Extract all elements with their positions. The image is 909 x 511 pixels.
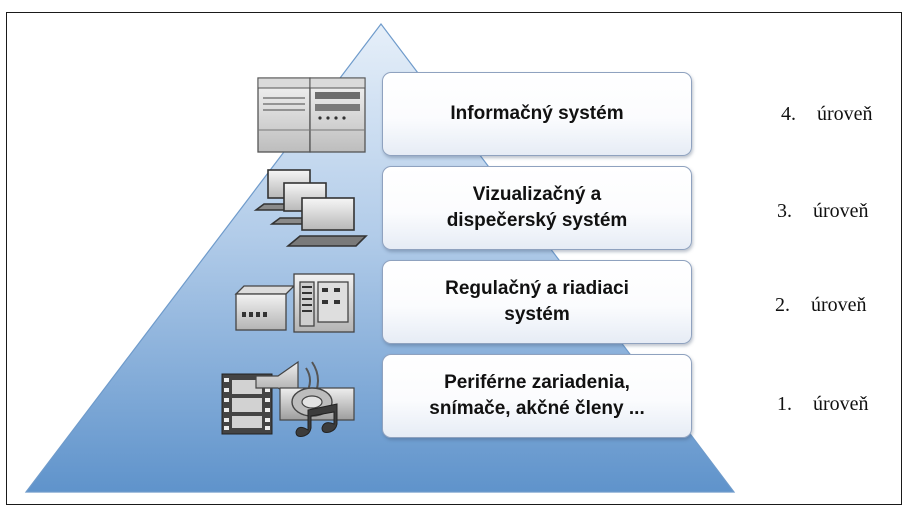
level-1-marker: 1. úroveň [777, 393, 869, 416]
level-2-word: úroveň [811, 294, 867, 316]
level-3-number: 3. [777, 200, 792, 222]
level-3-word: úroveň [813, 200, 869, 222]
level-1-number: 1. [777, 393, 792, 415]
controller-icon [234, 273, 355, 333]
level-4-number: 4. [781, 103, 796, 125]
server-icon [257, 77, 366, 153]
level-3-marker: 3. úroveň [777, 200, 869, 223]
level-2-number: 2. [775, 294, 790, 316]
level-4-marker: 4. úroveň [781, 103, 873, 126]
level-2-box: Regulačný a riadiaci systém [382, 260, 692, 344]
level-1-label: Periférne zariadenia, snímače, akčné čle… [429, 372, 645, 419]
workstations-icon [253, 169, 368, 247]
level-3-box: Vizualizačný a dispečerský systém [382, 166, 692, 250]
level-4-label: Informačný systém [450, 103, 624, 124]
level-1-word: úroveň [813, 393, 869, 415]
level-2-label: Regulačný a riadiaci systém [445, 278, 629, 325]
level-3-label: Vizualizačný a dispečerský systém [446, 184, 628, 231]
level-2-marker: 2. úroveň [775, 294, 867, 317]
level-1-box: Periférne zariadenia, snímače, akčné čle… [382, 354, 692, 438]
peripherals-icon [221, 360, 355, 437]
level-4-box: Informačný systém [382, 72, 692, 156]
level-4-word: úroveň [817, 103, 873, 125]
